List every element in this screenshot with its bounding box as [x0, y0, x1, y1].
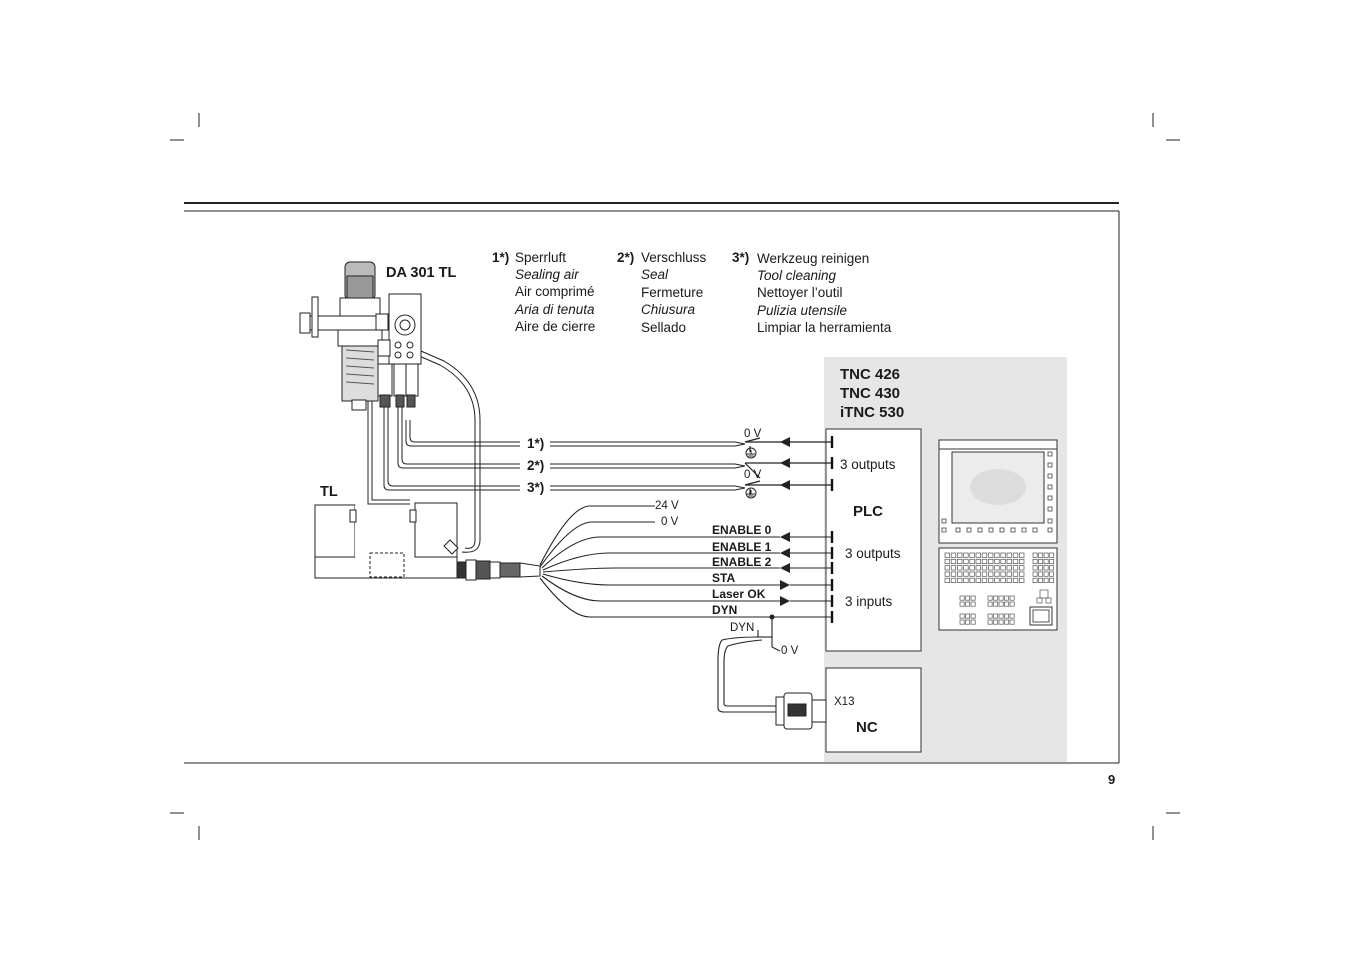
zero-v-label-1: 0 V: [744, 428, 762, 440]
legend-2-fr: Fermeture: [641, 285, 704, 300]
model-tnc430: TNC 430: [840, 385, 901, 402]
legend-1-de: Sperrluft: [515, 250, 567, 265]
legend-2-it: Chiusura: [641, 302, 696, 317]
pneumatic-tubes: [367, 347, 746, 553]
legend-2-de: Verschluss: [641, 250, 707, 265]
signal-dyn: DYN: [712, 603, 738, 617]
model-itnc530: iTNC 530: [840, 404, 905, 421]
signal-arrows: [780, 532, 790, 606]
valve-wires: [744, 437, 832, 495]
legend-3-de: Werkzeug reinigen: [757, 251, 870, 266]
model-tnc426: TNC 426: [840, 366, 901, 383]
plc-label: PLC: [853, 503, 883, 520]
dyn-junction-dot: [769, 614, 775, 620]
page-number: 9: [1108, 772, 1116, 787]
zero-v-label-2: 0 V: [744, 469, 762, 481]
line-1-label: 1*): [527, 436, 545, 451]
inputs-label: 3 inputs: [845, 594, 893, 609]
legend-1-number: 1*): [492, 250, 510, 265]
legend-1-it: Aria di tenuta: [515, 302, 595, 317]
ground-symbols: [745, 447, 757, 499]
monitor-icon: [938, 439, 1058, 544]
legend-1-fr: Air comprimé: [515, 284, 595, 299]
da301-label: DA 301 TL: [386, 265, 457, 281]
line-2-label: 2*): [527, 458, 545, 473]
legend-1-es: Aire de cierre: [515, 319, 596, 334]
keyboard-icon: [938, 547, 1058, 631]
line-3-label: 3*): [527, 480, 545, 495]
tl-device: [314, 502, 459, 579]
outputs-label-2: 3 outputs: [845, 546, 901, 561]
nc-label: NC: [856, 719, 878, 736]
legend-2-number: 2*): [617, 250, 635, 265]
legend-3-es: Limpiar la herramienta: [757, 320, 892, 335]
cable-connector: [455, 559, 541, 581]
signal-enable2: ENABLE 2: [712, 555, 772, 569]
legend-1-en: Sealing air: [515, 267, 579, 282]
x13-label: X13: [834, 696, 855, 708]
signal-enable0: ENABLE 0: [712, 523, 772, 537]
tl-label: TL: [320, 484, 338, 500]
outputs-label-1: 3 outputs: [840, 457, 896, 472]
signal-wires: [539, 505, 832, 713]
v24-label: 24 V: [655, 500, 679, 512]
legend-2-es: Sellado: [641, 320, 687, 335]
signal-sta: STA: [712, 571, 736, 585]
signal-laser-ok: Laser OK: [712, 587, 766, 601]
plc-box: [825, 428, 922, 652]
signal-enable1: ENABLE 1: [712, 540, 772, 554]
legend-3-number: 3*): [732, 250, 750, 265]
x13-connector: [775, 692, 827, 730]
zero-v-label-3: 0 V: [661, 516, 679, 528]
legend-3-it: Pulizia utensile: [757, 303, 848, 318]
zero-v-label-4: 0 V: [781, 645, 799, 657]
nc-box: [825, 667, 922, 753]
da301-unit: [299, 261, 422, 411]
legend-2-en: Seal: [641, 267, 669, 282]
dyn-branch-label: DYN: [730, 622, 755, 634]
crop-marks: [170, 113, 1180, 840]
output-arrows: [780, 437, 790, 490]
page-frame: [184, 202, 1120, 764]
legend-3-fr: Nettoyer l’outil: [757, 285, 843, 300]
legend-3-en: Tool cleaning: [757, 268, 837, 283]
